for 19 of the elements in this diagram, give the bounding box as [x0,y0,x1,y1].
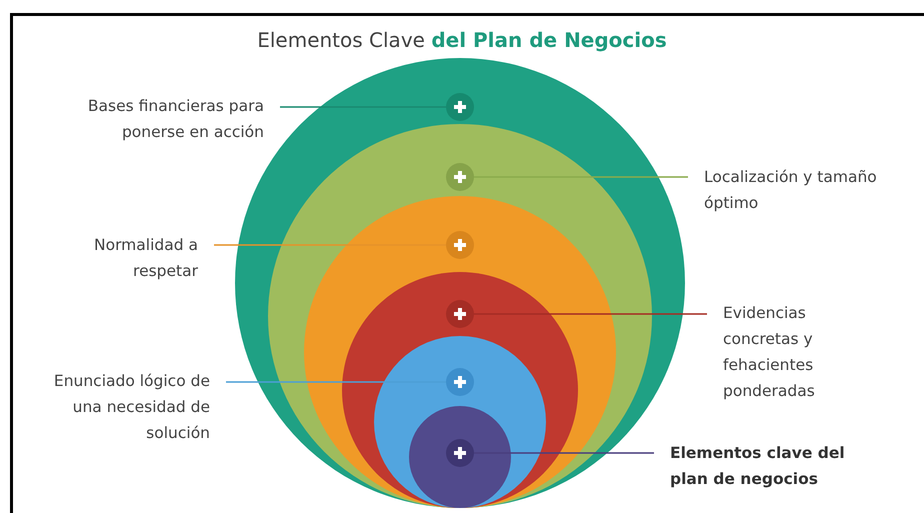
callout-label: Bases financieras para ponerse en acción [40,93,264,145]
leader-line [474,452,654,454]
leader-line [280,106,446,108]
plus-icon [446,439,474,467]
leader-line [474,313,707,315]
plus-icon [446,368,474,396]
plus-icon [446,163,474,191]
title: Elementos Clave del Plan de Negocios [257,28,667,52]
callout-label: Normalidad a respetar [40,232,198,284]
leader-line [214,244,446,246]
plus-icon [446,231,474,259]
plus-icon [446,93,474,121]
leader-line [474,176,688,178]
leader-line [226,381,446,383]
plus-icon [446,300,474,328]
callout-label: Elementos clave del plan de negocios [670,440,880,492]
callout-label: Enunciado lógico de una necesidad de solución [30,368,210,446]
callout-label: Evidencias concretas y fehacientes ponderadas [723,300,873,404]
callout-label: Localización y tamaño óptimo [704,164,914,216]
